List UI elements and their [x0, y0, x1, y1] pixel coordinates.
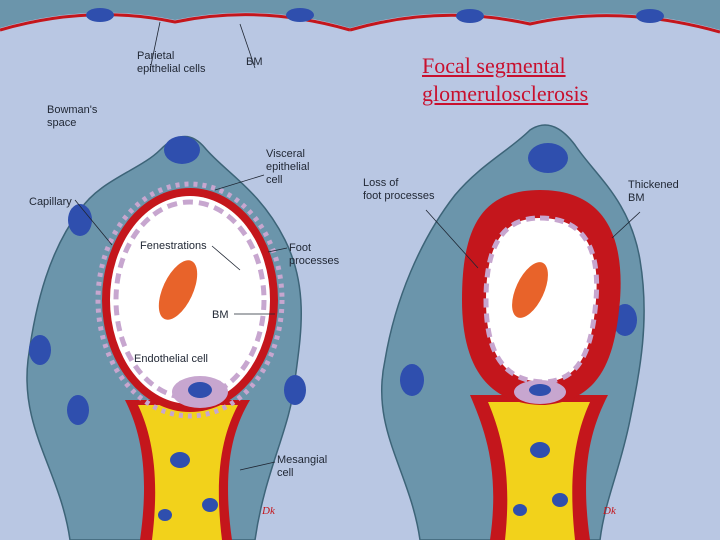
foot-processes: [95, 181, 285, 419]
visceral-nucleus: [67, 395, 89, 425]
label-loss-of-foot-processes: Loss of foot processes: [363, 177, 435, 202]
mesangial-nucleus: [158, 509, 172, 521]
mesangial-nucleus: [530, 442, 550, 458]
leader-line: [239, 23, 256, 69]
parietal-nucleus: [86, 8, 114, 22]
mesangial-nucleus: [513, 504, 527, 516]
leader-line: [267, 247, 288, 253]
parietal-layer: [350, 0, 720, 30]
parietal-nucleus: [286, 8, 314, 22]
label-fenestrations: Fenestrations: [140, 240, 207, 252]
label-thickened-bm: Thickened BM: [628, 179, 679, 204]
parietal-nucleus: [636, 9, 664, 23]
visceral-nucleus: [528, 143, 568, 173]
artist-signature: Dk: [262, 505, 275, 517]
label-endothelial-cell: Endothelial cell: [134, 353, 208, 365]
label-mesangial-cell: Mesangial cell: [277, 454, 328, 479]
leader-line: [611, 211, 641, 239]
label-bowmans-space: Bowman's space: [47, 104, 98, 129]
visceral-nucleus: [68, 204, 92, 236]
label-capillary: Capillary: [29, 196, 72, 208]
left-glomerulus: [0, 0, 351, 540]
leader-line: [211, 245, 241, 271]
leader-line: [425, 209, 479, 269]
visceral-nucleus: [613, 304, 637, 336]
label-visceral-epithelial-cell: Visceral epithelial cell: [266, 148, 310, 186]
right-glomerulus: [349, 0, 720, 540]
leader-line: [214, 174, 265, 191]
leader-line: [74, 199, 113, 246]
visceral-nucleus: [29, 335, 51, 365]
artist-signature: Dk: [603, 505, 616, 517]
leader-line: [149, 21, 161, 71]
capillary-lumen: [486, 218, 597, 382]
label-foot-processes: Foot processes: [289, 242, 340, 267]
parietal-layer: [0, 0, 350, 28]
mesangial-nucleus: [552, 493, 568, 507]
leader-line: [239, 461, 276, 471]
mesangial-nucleus: [170, 452, 190, 468]
red-blood-cell: [158, 260, 198, 320]
label-parietal-epithelial-cells: Parietal epithelial cells: [137, 50, 206, 75]
slide-title: Focal segmental glomerulosclerosis: [422, 53, 589, 106]
visceral-nucleus: [164, 136, 200, 164]
endothelial-nucleus: [188, 382, 212, 398]
red-blood-cell: [512, 262, 548, 318]
label-bm-top: BM: [246, 56, 263, 68]
visceral-nucleus: [400, 364, 424, 396]
label-bm-middle: BM: [212, 309, 229, 321]
mesangial-nucleus: [202, 498, 218, 512]
capillary-lumen: [110, 196, 270, 404]
endothelium: [483, 215, 600, 385]
endothelial-nucleus: [529, 384, 551, 396]
visceral-nucleus: [284, 375, 306, 405]
parietal-nucleus: [456, 9, 484, 23]
